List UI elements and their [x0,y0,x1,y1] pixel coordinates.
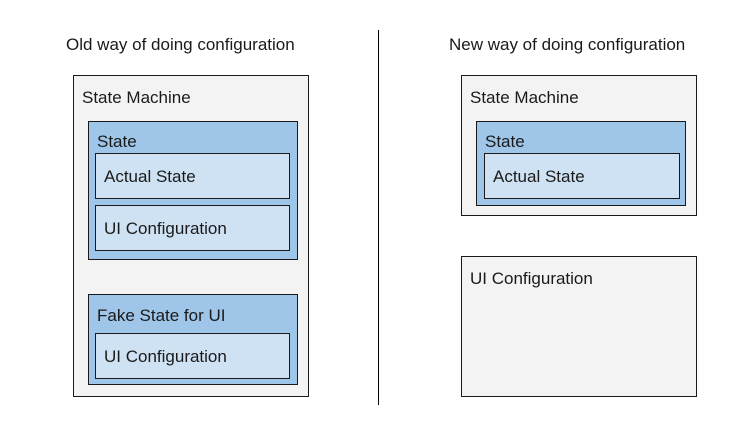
new-state-machine-label: State Machine [470,88,579,107]
old-fake-state-label: Fake State for UI [97,306,226,325]
new-ui-config-label: UI Configuration [470,269,593,288]
new-way-heading: New way of doing configuration [449,35,686,54]
old-state-label: State [97,132,137,151]
old-state-machine-label: State Machine [82,88,191,107]
old-actual-state-label: Actual State [104,167,196,186]
new-actual-state-box: Actual State [484,153,680,199]
old-ui-config-box: UI Configuration [95,205,290,251]
old-fake-ui-config-box: UI Configuration [95,333,290,379]
old-way-heading: Old way of doing configuration [66,35,295,54]
old-fake-ui-config-label: UI Configuration [104,347,227,366]
new-actual-state-label: Actual State [493,167,585,186]
new-ui-config-box: UI Configuration [461,256,697,397]
old-actual-state-box: Actual State [95,153,290,199]
column-divider [378,30,379,405]
old-ui-config-label: UI Configuration [104,219,227,238]
new-state-label: State [485,132,525,151]
